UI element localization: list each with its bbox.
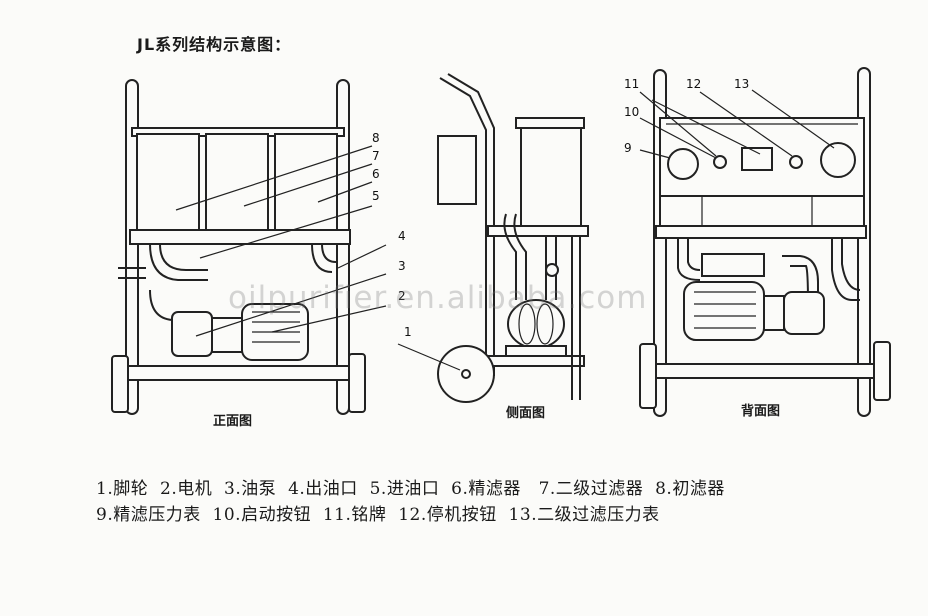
front-pipe-right [311,243,333,273]
back-caster-left [639,343,657,409]
back-caster-right [873,341,891,401]
front-filter-7 [205,133,269,231]
front-left-upright [125,79,139,415]
start-button-10 [713,155,727,169]
callout-11: 11 [624,77,639,91]
callout-9: 9 [624,141,632,155]
front-filter-8 [136,133,200,231]
front-filter-6 [274,133,338,231]
front-view: 8 7 6 5 4 3 2 [111,79,406,415]
side-filter [520,127,582,227]
legend-line-2: 9.精滤压力表 10.启动按钮 11.铭牌 12.停机按钮 13.二级过滤压力表 [96,505,660,525]
side-shelf [487,225,589,237]
front-pipe-left [149,243,208,281]
gauge-13 [820,142,856,178]
front-caster-left [111,355,129,413]
gauge-9 [667,148,699,180]
nameplate-11 [741,147,773,171]
side-view: 1 [397,73,589,403]
back-view: 11 10 9 12 13 [624,67,891,417]
back-base [649,363,877,379]
front-shelf [129,229,351,245]
legend-line-1: 1.脚轮 2.电机 3.油泵 4.出油口 5.进油口 6.精滤器 7.二级过滤器… [96,479,725,499]
callout-12: 12 [686,77,701,91]
caption-side-view: 侧面图 [506,406,546,421]
callout-10: 10 [624,105,639,119]
back-motor [683,281,765,341]
front-pump [171,311,213,357]
front-base [127,365,351,381]
stop-button-12 [789,155,803,169]
back-pump [783,291,825,335]
side-base [485,355,585,367]
callout-4: 4 [398,229,406,243]
caption-back-view: 背面图 [741,404,781,419]
front-caster-right [348,353,366,413]
callout-7: 7 [372,149,380,163]
side-control-box [437,135,477,205]
back-shelf [655,225,867,239]
callout-13: 13 [734,77,749,91]
callout-8: 8 [372,131,380,145]
callout-2: 2 [398,289,406,303]
callout-3: 3 [398,259,406,273]
side-handle [439,77,487,376]
front-inlet [118,267,146,279]
front-right-upright [336,79,350,415]
callout-5: 5 [372,189,380,203]
diagram-title: JL系列结构示意图： [137,35,292,54]
callout-6: 6 [372,167,380,181]
caption-front-view: 正面图 [213,414,253,429]
callout-1: 1 [404,325,412,339]
watermark: oilpurifier.en.alibaba.com [228,280,648,316]
